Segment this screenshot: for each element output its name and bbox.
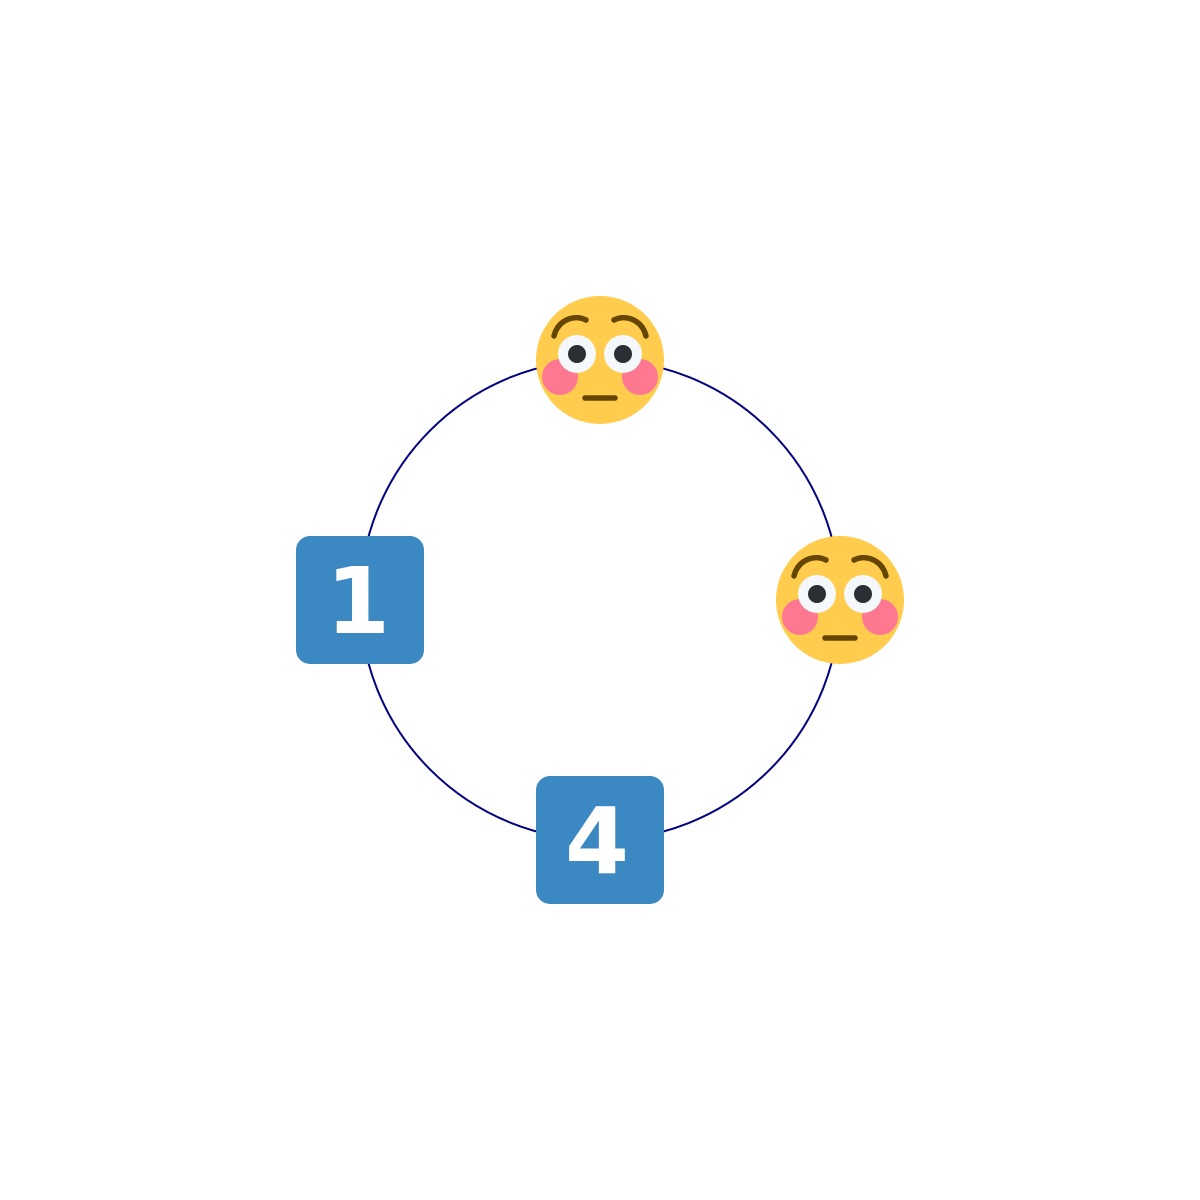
node-top-flushed-face <box>536 296 664 424</box>
flushed-face-icon <box>536 296 664 424</box>
keycap-1-label: 1 <box>326 548 390 655</box>
keycap-4-icon <box>536 776 664 904</box>
keycap-4-label: 4 <box>565 788 629 895</box>
flushed-face-icon <box>776 536 904 664</box>
cycle-ring <box>359 359 841 841</box>
node-bottom-keycap-4: 4 <box>536 776 664 904</box>
node-left-keycap-1: 1 <box>296 536 424 664</box>
node-right-flushed-face <box>776 536 904 664</box>
keycap-1-icon <box>296 536 424 664</box>
